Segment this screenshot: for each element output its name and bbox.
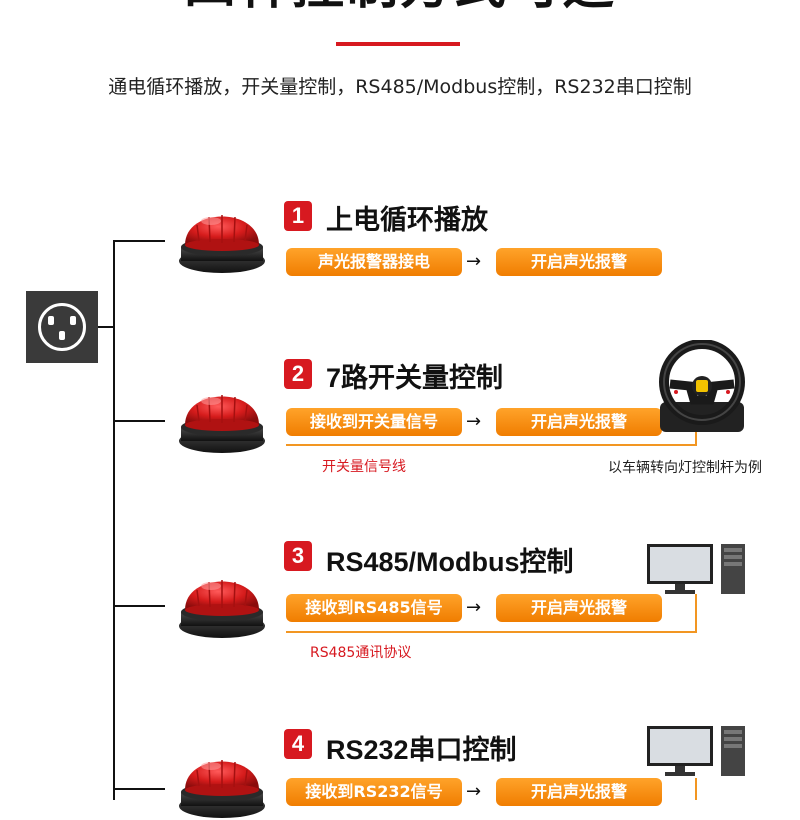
section-title-cropped: 四种控制方式可选 [0,0,800,12]
desktop-computer-icon [647,544,745,594]
step-2-to-pill: 开启声光报警 [496,408,662,436]
step-3-badge: 3 [284,541,312,571]
step-2-title: 7路开关量控制 [326,363,504,393]
step-1-title: 上电循环播放 [326,205,488,235]
step-3-from-pill: 接收到RS485信号 [286,594,462,622]
tree-stem [98,326,114,328]
red-siren-light-icon [178,579,266,639]
tree-branch-4 [113,788,165,790]
arrow-right-icon: → [466,781,482,802]
step-4-to-pill: 开启声光报警 [496,778,662,806]
step-2-badge: 2 [284,359,312,389]
tree-branch-1 [113,240,165,242]
step-2-side-note: 以车辆转向灯控制杆为例 [608,460,762,476]
arrow-right-icon: → [466,251,482,272]
arrow-right-icon: → [466,411,482,432]
red-siren-light-icon [178,214,266,274]
power-socket-icon [26,291,98,363]
title-underline [336,42,460,46]
arrow-right-icon: → [466,597,482,618]
signal-line-riser [695,424,697,446]
subtitle: 通电循环播放，开关量控制，RS485/Modbus控制，RS232串口控制 [108,76,692,98]
red-siren-light-icon [178,394,266,454]
tree-branch-2 [113,420,165,422]
signal-line [286,631,696,633]
signal-line-riser [695,778,697,800]
step-1-from-pill: 声光报警器接电 [286,248,462,276]
step-4-title: RS232串口控制 [326,735,517,765]
tree-branch-3 [113,605,165,607]
step-3-title: RS485/Modbus控制 [326,547,574,577]
red-siren-light-icon [178,759,266,819]
step-4-badge: 4 [284,729,312,759]
desktop-computer-icon [647,726,745,776]
steering-wheel-icon [659,340,745,432]
signal-line-riser [695,594,697,633]
step-3-to-pill: 开启声光报警 [496,594,662,622]
step-2-from-pill: 接收到开关量信号 [286,408,462,436]
step-4-from-pill: 接收到RS232信号 [286,778,462,806]
step-1-badge: 1 [284,201,312,231]
step-3-note: RS485通讯协议 [310,645,412,661]
signal-line [286,444,696,446]
step-2-note: 开关量信号线 [322,459,406,475]
tree-trunk [113,240,115,800]
step-1-to-pill: 开启声光报警 [496,248,662,276]
